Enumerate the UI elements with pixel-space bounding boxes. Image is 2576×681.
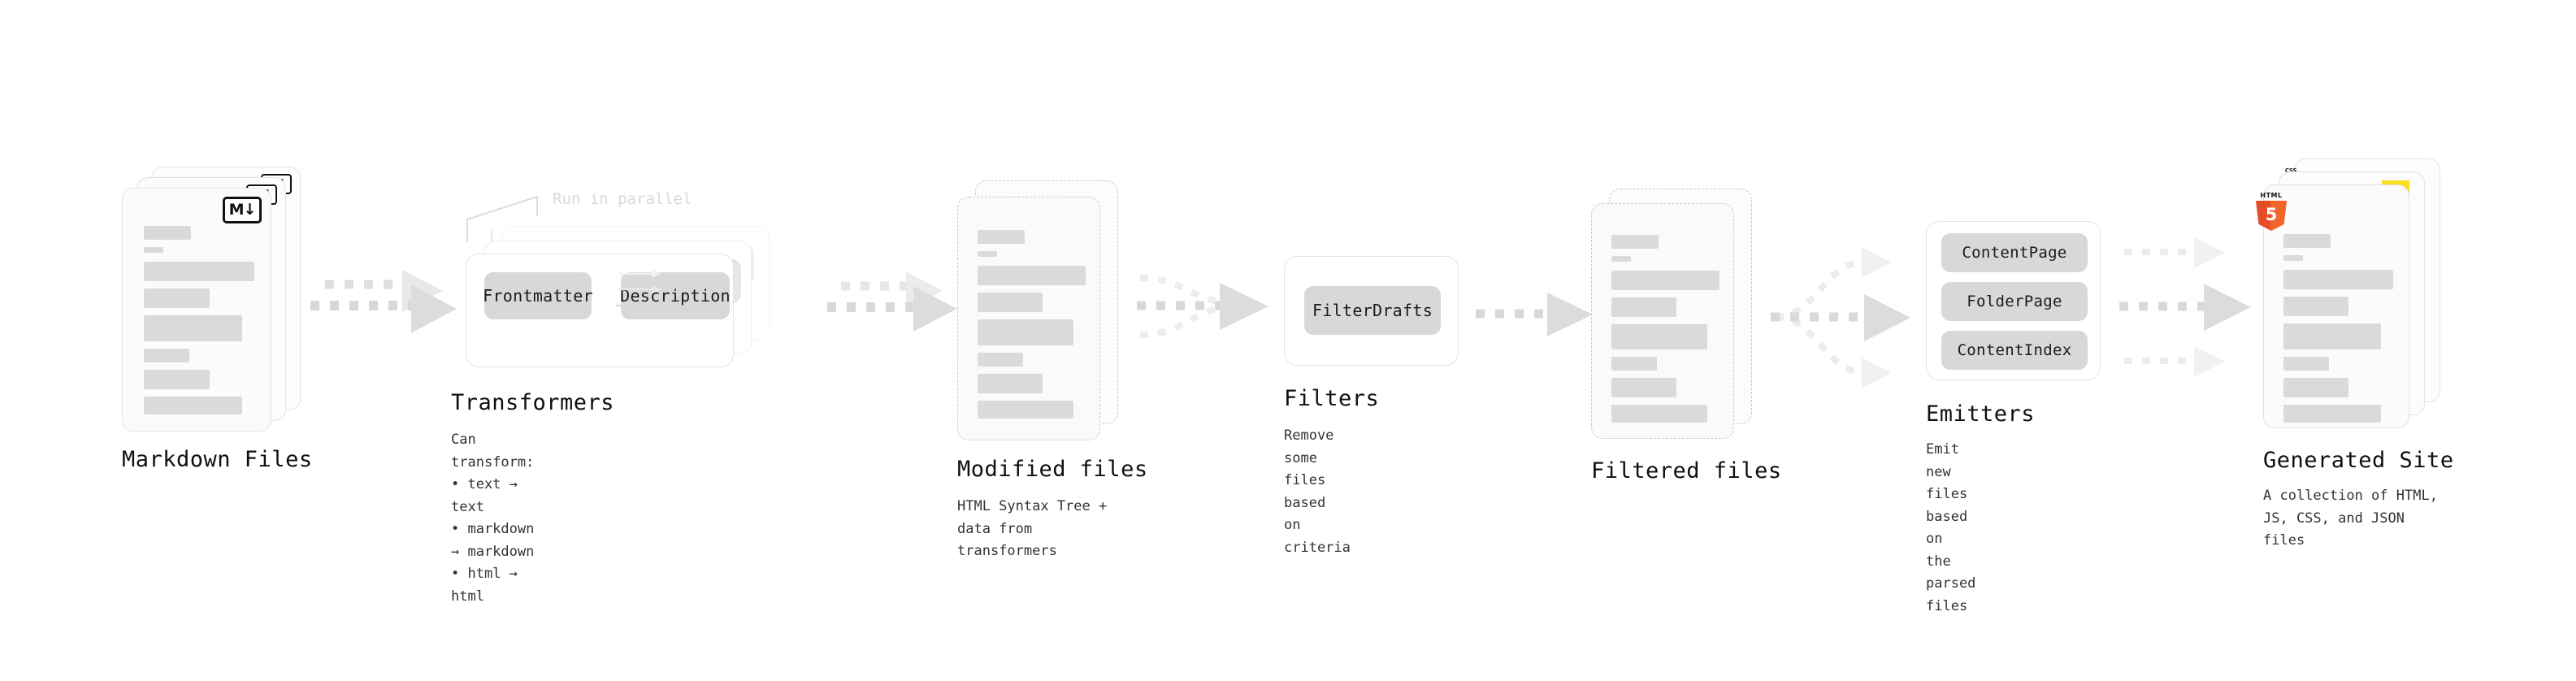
- content-bar: [1611, 378, 1676, 397]
- emitter-pill-contentpage[interactable]: ContentPage: [1941, 233, 2088, 272]
- transformer-pill-description[interactable]: Description: [620, 272, 731, 319]
- content-bar: [144, 349, 189, 362]
- stage-generated-site: CSS HTML 5: [2256, 158, 2453, 549]
- filtered-file-stack: [1591, 189, 1766, 449]
- content-bar: [978, 293, 1043, 312]
- document-content: [1611, 235, 1720, 430]
- transformer-card-front: Frontmatter Description: [466, 254, 734, 367]
- stage-title-filters: Filters: [1284, 386, 1380, 411]
- html5-badge: HTML 5: [2254, 192, 2288, 231]
- stage-markdown-files: M↓ M↓ M↓ Markdown Files: [122, 167, 312, 472]
- content-bar: [2283, 405, 2381, 423]
- content-bar: [1611, 271, 1720, 290]
- content-bar: [978, 401, 1073, 419]
- content-bar: [2283, 357, 2329, 371]
- html5-badge-word: HTML: [2260, 192, 2283, 199]
- content-bar: [978, 319, 1073, 345]
- stage-title-emitters: Emitters: [1926, 401, 2036, 427]
- emitter-pill-contentindex[interactable]: ContentIndex: [1941, 331, 2088, 370]
- content-bar: [1611, 256, 1631, 262]
- stage-title-transformers: Transformers: [451, 390, 615, 415]
- arrow-filters-to-filtered-files: [1476, 293, 1593, 336]
- html5-badge-number: 5: [2265, 205, 2278, 224]
- arrow-emitters-to-generated-site: [2119, 237, 2251, 377]
- document-card-front-html: HTML 5: [2256, 184, 2409, 430]
- content-bar: [978, 374, 1043, 393]
- emitter-pill-folderpage[interactable]: FolderPage: [1941, 282, 2088, 321]
- document-card-front: [957, 197, 1100, 440]
- stage-subtitle-emitters: Emit new files based on the parsed files: [1926, 441, 1976, 614]
- arrow-filtered-files-to-emitters: [1771, 247, 1910, 388]
- document-card-front: [1591, 203, 1734, 439]
- emitters-card: ContentPage FolderPage ContentIndex: [1926, 221, 2101, 380]
- content-bar: [978, 230, 1025, 244]
- arrow-transformers-to-modified-files: [827, 271, 957, 332]
- stage-subtitle-transformers: Can transform: • text → text • markdown …: [451, 432, 535, 605]
- content-bar: [144, 397, 242, 414]
- stage-subtitle-generated-site: A collection of HTML, JS, CSS, and JSON …: [2263, 488, 2438, 549]
- content-bar: [144, 262, 254, 281]
- stage-modified-files: Modified files HTML Syntax Tree + data f…: [957, 180, 1147, 559]
- content-bar: [144, 226, 191, 240]
- generated-file-stack: CSS HTML 5: [2256, 158, 2450, 430]
- document-card-front: M↓: [122, 188, 271, 432]
- content-bar: [1611, 297, 1676, 317]
- content-bar: [144, 370, 210, 389]
- content-bar: [144, 288, 210, 308]
- content-bar: [2283, 378, 2348, 397]
- content-bar: [1611, 405, 1707, 423]
- stage-title-markdown-files: Markdown Files: [122, 447, 313, 472]
- filter-pill-filterdrafts[interactable]: FilterDrafts: [1304, 286, 1441, 335]
- content-bar: [978, 353, 1023, 367]
- stage-filtered-files: Filtered files: [1591, 189, 1781, 484]
- content-bar: [1611, 324, 1707, 349]
- content-bar: [978, 251, 997, 257]
- content-bar: [1611, 235, 1659, 249]
- css-badge-label: CSS: [2284, 167, 2297, 174]
- run-in-parallel-label: Run in parallel: [553, 190, 692, 208]
- content-bar: [978, 266, 1086, 285]
- content-bar: [2283, 323, 2381, 349]
- markdown-badge: M↓: [223, 197, 262, 223]
- content-bar: [2283, 234, 2331, 248]
- arrow-markdown-to-transformers: [310, 270, 457, 333]
- stage-title-filtered-files: Filtered files: [1591, 458, 1782, 484]
- stage-title-generated-site: Generated Site: [2263, 448, 2454, 473]
- document-content: [2283, 234, 2393, 430]
- transformer-pill-frontmatter[interactable]: Frontmatter: [483, 272, 593, 319]
- document-content: [144, 226, 254, 422]
- content-bar: [144, 247, 163, 253]
- html5-shield-highlight: [2270, 201, 2287, 231]
- stage-subtitle-filters: Remove some files based on criteria: [1284, 427, 1351, 556]
- content-bar: [2283, 255, 2303, 261]
- document-content: [978, 230, 1086, 426]
- modified-file-stack: [957, 180, 1132, 440]
- stage-subtitle-modified-files: HTML Syntax Tree + data from transformer…: [957, 498, 1108, 560]
- content-bar: [144, 315, 242, 341]
- content-bar: [1611, 357, 1657, 371]
- arrow-modified-files-to-filters: [1137, 275, 1268, 338]
- stage-title-modified-files: Modified files: [957, 457, 1148, 482]
- content-bar: [2283, 297, 2348, 316]
- markdown-file-stack: M↓ M↓ M↓: [122, 167, 309, 432]
- transformer-inner-arrows: [616, 270, 661, 310]
- content-bar: [2283, 270, 2393, 289]
- filters-card: FilterDrafts: [1284, 256, 1459, 366]
